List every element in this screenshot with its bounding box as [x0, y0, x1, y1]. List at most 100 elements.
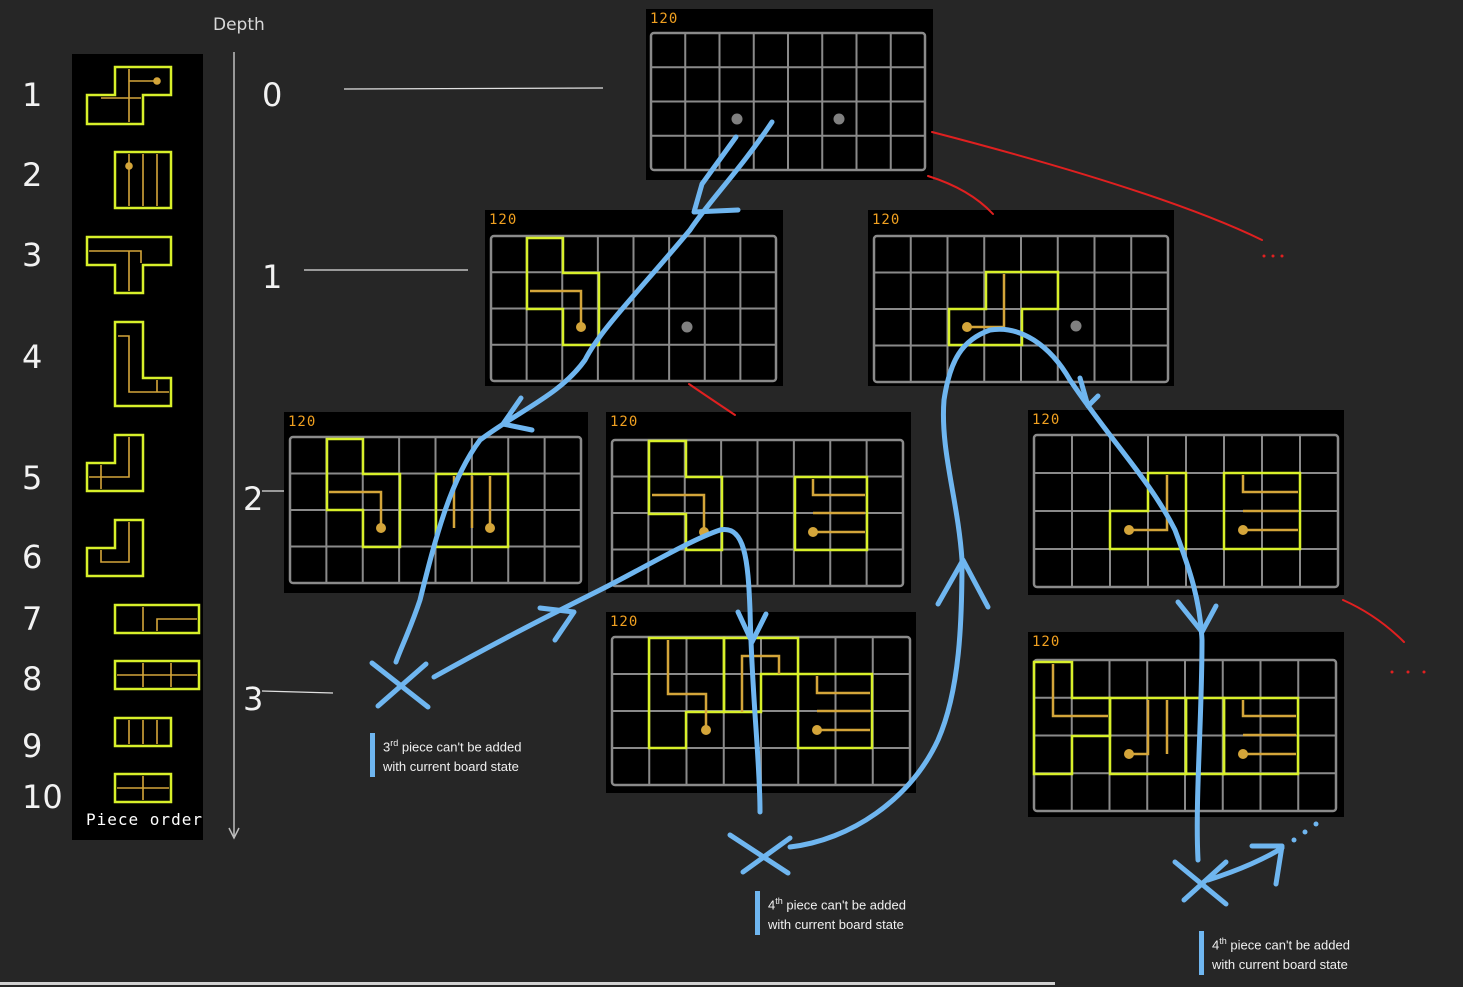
search-arrow [393, 119, 775, 665]
placed-piece [325, 437, 402, 549]
piece-path [329, 490, 383, 528]
depth-level-3: 3 [243, 680, 264, 718]
depth-level-0: 0 [262, 76, 283, 114]
board-score: 120 [610, 414, 639, 430]
piece-endpoint [125, 162, 133, 170]
piece-number-2: 2 [22, 156, 43, 194]
piece-path [118, 335, 169, 393]
piece-endpoint [808, 527, 818, 537]
note-line-1: piece can't be added [782, 897, 906, 913]
note-line-2: with current board state [1212, 957, 1348, 973]
piece-order-shape [113, 772, 173, 804]
board-score: 120 [610, 614, 639, 630]
piece-outline [647, 439, 724, 552]
depth-guides [228, 52, 604, 840]
piece-number-9: 9 [22, 727, 43, 765]
piece-path [89, 437, 130, 478]
ellipsis-dot [1406, 670, 1410, 674]
search-arrow-head [1175, 599, 1219, 635]
red-ellipsis [1262, 254, 1426, 674]
piece-endpoint [153, 77, 161, 85]
search-arrow-head [500, 395, 535, 433]
piece-number-10: 10 [22, 778, 63, 816]
search-arrow-head [935, 557, 991, 610]
piece-endpoint [1238, 525, 1248, 535]
piece-endpoint [376, 523, 386, 533]
piece-path [1241, 700, 1296, 718]
search-arrow-head [735, 609, 769, 645]
search-arrow-head [691, 134, 741, 215]
note-line-1: piece can't be added [1226, 937, 1350, 953]
piece-outline [113, 603, 201, 635]
piece-outline [796, 672, 874, 750]
ellipsis-dot [1271, 254, 1275, 258]
piece-number-7: 7 [22, 600, 43, 638]
pruned-branch [688, 383, 736, 416]
depth-3-guide [261, 690, 334, 694]
piece-order-shapes [85, 65, 201, 804]
piece-outline [722, 636, 800, 714]
empty-target-node [681, 321, 693, 333]
piece-path [100, 522, 130, 563]
piece-number-4: 4 [22, 338, 43, 376]
dead-end-x [369, 660, 431, 710]
piece-path [89, 250, 142, 263]
dead-end-note-3: 4th piece can't be added with current bo… [1199, 931, 1350, 976]
ellipsis-dot [1280, 254, 1284, 258]
piece-order-shape [113, 320, 173, 408]
board-grid [649, 31, 927, 172]
depth-level-1: 1 [262, 258, 283, 296]
piece-outline [113, 659, 201, 691]
piece-path [1129, 475, 1169, 532]
piece-order-panel [72, 54, 203, 840]
piece-number-5: 5 [22, 459, 43, 497]
search-path-arrows [369, 119, 1285, 907]
depth-axis-title: Depth [213, 15, 265, 35]
note-ordinal-suffix: rd [390, 738, 399, 748]
placed-piece [1108, 696, 1188, 776]
board-score: 120 [650, 11, 679, 27]
piece-order-shape [85, 518, 145, 578]
continuation-dot [1313, 821, 1319, 827]
note-line-2: with current board state [383, 759, 519, 775]
board-score: 120 [288, 414, 317, 430]
piece-endpoint [485, 523, 495, 533]
empty-target-node [833, 113, 845, 125]
piece-outline [85, 65, 173, 126]
piece-endpoint [1124, 749, 1134, 759]
note-line-1: piece can't be added [398, 739, 522, 755]
piece-endpoint [1124, 525, 1134, 535]
dead-end-x [1172, 859, 1229, 907]
dead-end-note-1: 3rd piece can't be added with current bo… [370, 733, 522, 778]
continuation-dot [1291, 837, 1297, 843]
pruned-branch [1342, 599, 1405, 643]
piece-endpoint [812, 725, 822, 735]
note-ordinal-suffix: th [1219, 936, 1227, 946]
piece-outline [434, 472, 510, 549]
bottom-scrollbar[interactable] [0, 982, 1055, 985]
piece-outline [525, 236, 601, 347]
empty-target-node [731, 113, 743, 125]
board-score: 120 [872, 212, 901, 228]
piece-outline [113, 320, 173, 408]
piece-outline [85, 433, 145, 493]
piece-path [740, 654, 781, 712]
piece-outline [325, 437, 402, 549]
piece-order-shape [85, 235, 173, 295]
search-arrow [787, 326, 1205, 863]
board-grids [288, 31, 1340, 813]
piece-path [1241, 475, 1298, 494]
dead-end-x [727, 832, 793, 876]
placed-piece [793, 475, 869, 552]
search-arrow-head [1077, 375, 1101, 409]
piece-path [811, 479, 865, 497]
search-arrow-head [537, 605, 577, 643]
piece-order-shape [113, 150, 173, 210]
ellipsis-dot [1262, 254, 1266, 258]
piece-number-6: 6 [22, 538, 43, 576]
empty-target-node [1070, 320, 1082, 332]
note-line-2: with current board state [768, 917, 904, 933]
ellipsis-dot [1422, 670, 1426, 674]
placed-piece [434, 472, 510, 549]
